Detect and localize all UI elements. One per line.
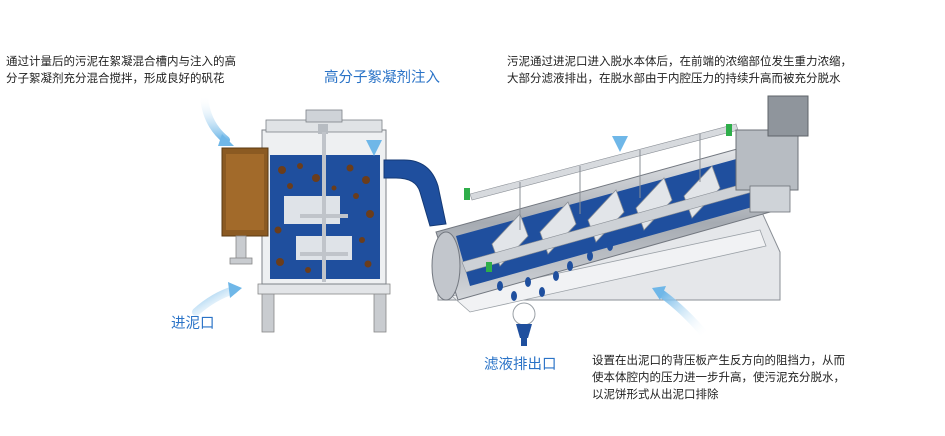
discharge-description-line-3: 以泥饼形式从出泥口排除 — [592, 387, 719, 401]
mixing-description-line-2: 分子絮凝剂充分混合搅拌，形成良好的矾花 — [6, 71, 225, 85]
discharge-description-line-2: 使本体腔内的压力进一步升高，使污泥充分脱水， — [592, 370, 845, 384]
mixing-description: 通过计量后的污泥在絮凝混合槽内与注入的高 分子絮凝剂充分混合搅拌，形成良好的矾花 — [6, 53, 236, 87]
discharge-description-line-1: 设置在出泥口的背压板产生反方向的阻挡力，从而 — [592, 353, 845, 367]
mixing-description-line-1: 通过计量后的污泥在絮凝混合槽内与注入的高 — [6, 54, 236, 68]
flow-arrows — [192, 84, 710, 340]
polymer-injection-label: 高分子絮凝剂注入 — [324, 70, 440, 86]
thickening-description: 污泥通过进泥口进入脱水本体后，在前端的浓缩部位发生重力浓缩， 大部分滤液排出，在… — [507, 53, 852, 87]
screw-press-dewatering-body — [431, 95, 809, 346]
thickening-description-line-2: 大部分滤液排出，在脱水部由于内腔压力的持续升高而被充分脱水 — [507, 71, 841, 85]
filtrate-outlet-label: 滤液排出口 — [484, 357, 557, 373]
discharge-description: 设置在出泥口的背压板产生反方向的阻挡力，从而 使本体腔内的压力进一步升高，使污泥… — [592, 352, 845, 403]
flocculation-mixing-tank — [221, 109, 447, 333]
thickening-description-line-1: 污泥通过进泥口进入脱水本体后，在前端的浓缩部位发生重力浓缩， — [507, 54, 852, 68]
sludge-inlet-label: 进泥口 — [171, 316, 215, 332]
